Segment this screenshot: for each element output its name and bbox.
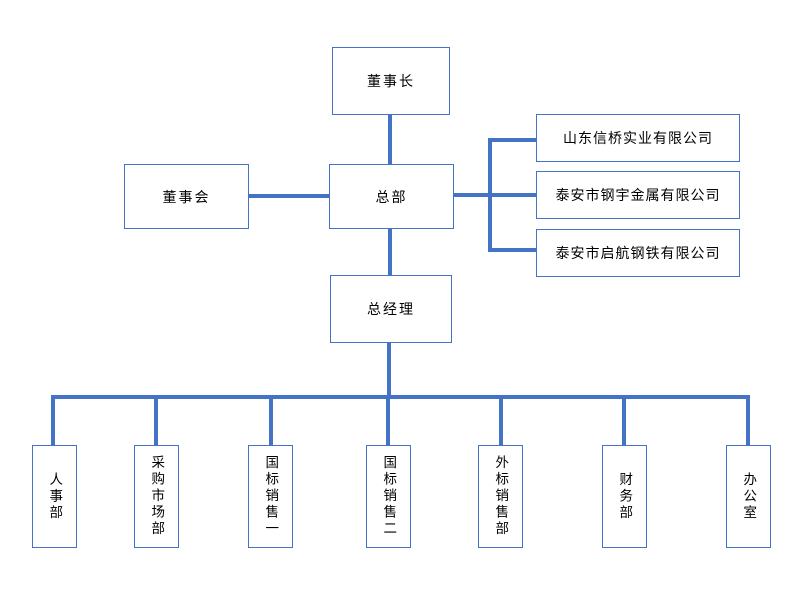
org-node-board: 董事会: [124, 164, 249, 229]
org-node-headquarters: 总部: [329, 164, 454, 229]
connector-chairman-hq: [388, 114, 392, 164]
org-node-dept-caigou-shichang-label: 采购市场部: [149, 455, 165, 538]
org-node-dept-caigou-shichang: 采购市场部: [134, 445, 179, 548]
org-node-subsidiary-3: 泰安市启航钢铁有限公司: [536, 229, 740, 277]
org-node-dept-renshi-label: 人事部: [47, 471, 63, 522]
connector-board-hq: [248, 194, 330, 198]
org-node-board-label: 董事会: [162, 188, 211, 205]
org-node-subsidiary-2: 泰安市钢宇金属有限公司: [536, 171, 740, 219]
org-node-subsidiary-1-label: 山东信桥实业有限公司: [563, 130, 713, 146]
org-node-subsidiary-2-label: 泰安市钢宇金属有限公司: [555, 187, 721, 203]
org-node-dept-renshi: 人事部: [32, 445, 77, 548]
org-node-subsidiary-1: 山东信桥实业有限公司: [536, 114, 740, 162]
org-node-subsidiary-3-label: 泰安市启航钢铁有限公司: [555, 245, 721, 261]
drop-dept-7: [746, 395, 750, 446]
drop-dept-1: [51, 395, 55, 446]
drop-dept-5: [499, 395, 503, 446]
org-node-headquarters-label: 总部: [375, 188, 408, 205]
org-node-chairman: 董事长: [332, 47, 450, 115]
connector-hq-bracket: [453, 193, 536, 197]
org-node-dept-guobiao-xiaoshou-1: 国标销售一: [248, 445, 293, 548]
org-node-dept-waibiao-xiaoshou: 外标销售部: [478, 445, 523, 548]
org-node-general-manager-label: 总经理: [367, 301, 415, 317]
org-node-dept-caiwu-label: 财务部: [617, 471, 633, 522]
org-node-dept-guobiao-xiaoshou-2-label: 国标销售二: [381, 455, 397, 538]
drop-dept-3: [269, 395, 273, 446]
org-node-dept-bangongshi-label: 办公室: [741, 471, 757, 522]
org-node-dept-guobiao-xiaoshou-2: 国标销售二: [366, 445, 411, 548]
connector-gm-bus: [387, 343, 391, 397]
bracket-stub-subsidiary-1: [488, 138, 537, 142]
org-node-dept-caiwu: 财务部: [602, 445, 647, 548]
org-node-dept-bangongshi: 办公室: [726, 445, 771, 548]
drop-dept-4: [386, 395, 390, 446]
org-node-general-manager: 总经理: [330, 275, 452, 343]
bracket-vertical: [488, 138, 492, 252]
bus-horizontal: [51, 395, 750, 399]
org-node-dept-waibiao-xiaoshou-label: 外标销售部: [493, 455, 509, 538]
org-node-dept-guobiao-xiaoshou-1-label: 国标销售一: [263, 455, 279, 538]
bracket-stub-subsidiary-3: [488, 248, 537, 252]
drop-dept-2: [154, 395, 158, 446]
connector-hq-gm: [388, 229, 392, 275]
org-node-chairman-label: 董事长: [367, 73, 415, 89]
drop-dept-6: [622, 395, 626, 446]
